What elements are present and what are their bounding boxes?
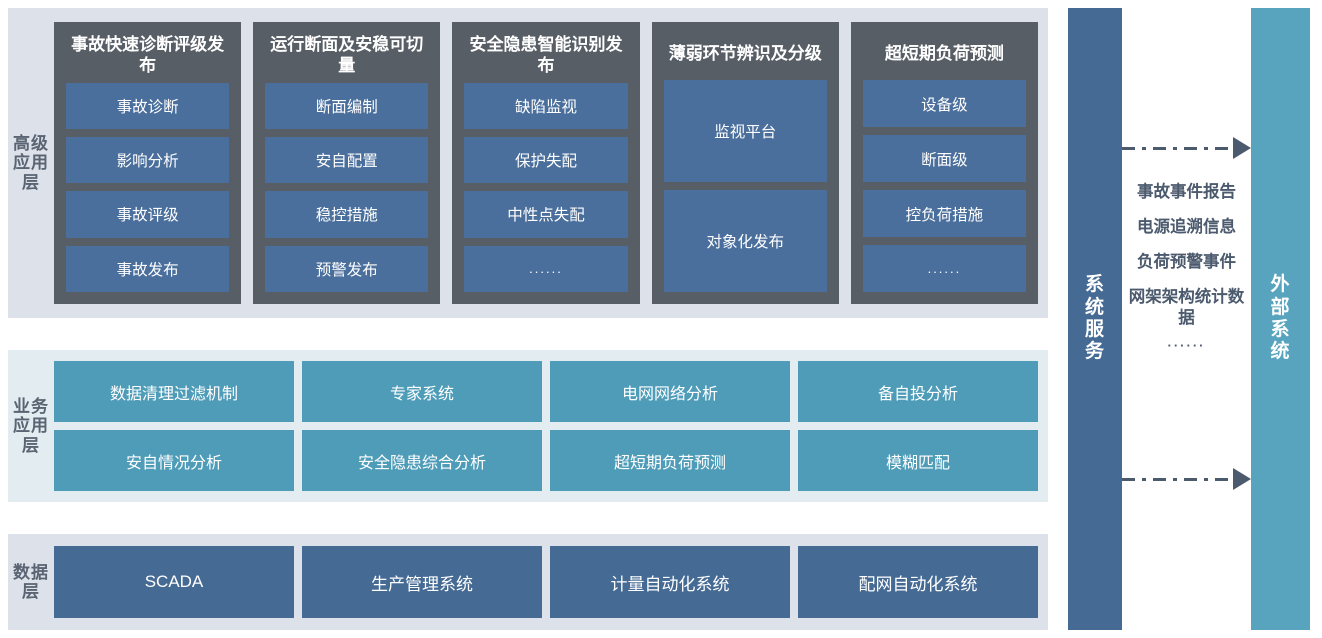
- arrow-head-icon: [1233, 468, 1251, 490]
- business-row: 数据清理过滤机制 专家系统 电网网络分析 备自投分析: [54, 361, 1038, 422]
- adv-card-list: 监视平台 对象化发布: [663, 80, 827, 292]
- adv-column-title: 安全隐患智能识别发布: [469, 35, 623, 76]
- flow-item: 事故事件报告: [1137, 183, 1236, 201]
- adv-card-list: 缺陷监视 保护失配 中性点失配 ......: [464, 82, 628, 292]
- layer-label-business: 业务应用层: [13, 396, 49, 455]
- adv-card[interactable]: 预警发布: [265, 245, 429, 292]
- adv-card[interactable]: 缺陷监视: [464, 82, 628, 129]
- business-card[interactable]: 安自情况分析: [54, 430, 294, 491]
- business-card[interactable]: 模糊匹配: [798, 430, 1038, 491]
- adv-column-title: 运行断面及安稳可切量: [270, 35, 424, 76]
- adv-card-list: 设备级 断面级 控负荷措施 ......: [862, 80, 1027, 292]
- business-card[interactable]: 电网网络分析: [550, 361, 790, 422]
- adv-column-accident-diagnosis[interactable]: 事故快速诊断评级发布 事故诊断 影响分析 事故评级 事故发布: [54, 22, 242, 304]
- adv-column-operating-section[interactable]: 运行断面及安稳可切量 断面编制 安自配置 稳控措施 预警发布: [253, 22, 441, 304]
- business-card[interactable]: 专家系统: [302, 361, 542, 422]
- adv-card-list: 事故诊断 影响分析 事故评级 事故发布: [66, 82, 230, 292]
- adv-card[interactable]: 稳控措施: [265, 191, 429, 238]
- flow-item: 负荷预警事件: [1137, 253, 1236, 272]
- adv-card-list: 断面编制 安自配置 稳控措施 预警发布: [265, 82, 429, 292]
- dashed-line-icon: [1122, 146, 1233, 150]
- adv-column-safety-hazard[interactable]: 安全隐患智能识别发布 缺陷监视 保护失配 中性点失配 ......: [452, 22, 640, 304]
- business-card[interactable]: 超短期负荷预测: [550, 430, 790, 491]
- data-card-metering-automation[interactable]: 计量自动化系统: [550, 546, 790, 618]
- arrow-connector-bottom: [1122, 468, 1251, 490]
- data-card-production-management[interactable]: 生产管理系统: [302, 546, 542, 618]
- adv-card[interactable]: 保护失配: [464, 136, 628, 184]
- layer-body-business: 数据清理过滤机制 专家系统 电网网络分析 备自投分析 安自情况分析 安全隐患综合…: [54, 350, 1048, 502]
- adv-card[interactable]: 监视平台: [663, 80, 827, 182]
- arrow-head-icon: [1233, 137, 1251, 159]
- adv-column-title: 超短期负荷预测: [884, 44, 1004, 64]
- adv-card[interactable]: 断面编制: [265, 82, 429, 129]
- adv-card[interactable]: 事故评级: [66, 191, 230, 238]
- adv-column-weak-link[interactable]: 薄弱环节辨识及分级 监视平台 对象化发布: [651, 22, 839, 304]
- data-card-distribution-automation[interactable]: 配网自动化系统: [798, 546, 1038, 618]
- layer-body-advanced: 事故快速诊断评级发布 事故诊断 影响分析 事故评级 事故发布 运行断面及安稳可切…: [54, 8, 1048, 318]
- business-card[interactable]: 数据清理过滤机制: [54, 361, 294, 422]
- adv-card[interactable]: 中性点失配: [464, 191, 628, 238]
- layer-stack: 高级应用层 事故快速诊断评级发布 事故诊断 影响分析 事故评级 事故发布 运行断…: [8, 0, 1048, 638]
- arrow-connector-top: [1122, 137, 1251, 159]
- flow-ellipsis: ······: [1167, 337, 1206, 353]
- layer-advanced-application: 高级应用层 事故快速诊断评级发布 事故诊断 影响分析 事故评级 事故发布 运行断…: [8, 8, 1048, 318]
- flow-item-list: 事故事件报告 电源追溯信息 负荷预警事件 网架架构统计数据 ······: [1122, 170, 1251, 460]
- adv-column-title: 事故快速诊断评级发布: [71, 35, 225, 76]
- adv-card-ellipsis[interactable]: ......: [862, 245, 1027, 292]
- flow-item: 网架架构统计数据: [1128, 288, 1245, 328]
- adv-card[interactable]: 控负荷措施: [862, 190, 1027, 237]
- layer-label-data: 数据层: [13, 562, 49, 601]
- flow-item: 电源追溯信息: [1137, 218, 1236, 237]
- layer-business-application: 业务应用层 数据清理过滤机制 专家系统 电网网络分析 备自投分析 安自情况分析 …: [8, 350, 1048, 502]
- adv-card[interactable]: 对象化发布: [663, 190, 827, 292]
- adv-card[interactable]: 影响分析: [66, 136, 230, 184]
- adv-card[interactable]: 事故诊断: [66, 82, 230, 129]
- business-card[interactable]: 备自投分析: [798, 361, 1038, 422]
- right-panel: 系统服务 外部系统 事故事件报告 电源追溯信息 负荷预警事件 网架架构统计数据 …: [1068, 0, 1322, 638]
- adv-card-ellipsis[interactable]: ......: [464, 245, 628, 292]
- layer-label-advanced: 高级应用层: [13, 133, 49, 192]
- system-service-bar[interactable]: 系统服务: [1068, 8, 1122, 630]
- adv-card[interactable]: 设备级: [862, 80, 1027, 127]
- business-row: 安自情况分析 安全隐患综合分析 超短期负荷预测 模糊匹配: [54, 430, 1038, 491]
- layer-body-data: SCADA 生产管理系统 计量自动化系统 配网自动化系统: [54, 534, 1048, 630]
- system-service-label: 系统服务: [1084, 274, 1105, 363]
- adv-column-title: 薄弱环节辨识及分级: [668, 44, 822, 64]
- adv-column-ultra-short-term-load[interactable]: 超短期负荷预测 设备级 断面级 控负荷措施 ......: [850, 22, 1039, 304]
- external-system-bar[interactable]: 外部系统: [1251, 8, 1310, 630]
- adv-card[interactable]: 断面级: [862, 135, 1027, 182]
- business-card[interactable]: 安全隐患综合分析: [302, 430, 542, 491]
- layer-data: 数据层 SCADA 生产管理系统 计量自动化系统 配网自动化系统: [8, 534, 1048, 630]
- adv-card[interactable]: 安自配置: [265, 136, 429, 184]
- data-card-scada[interactable]: SCADA: [54, 546, 294, 618]
- external-system-label: 外部系统: [1270, 274, 1291, 363]
- adv-card[interactable]: 事故发布: [66, 245, 230, 292]
- dashed-line-icon: [1122, 477, 1233, 481]
